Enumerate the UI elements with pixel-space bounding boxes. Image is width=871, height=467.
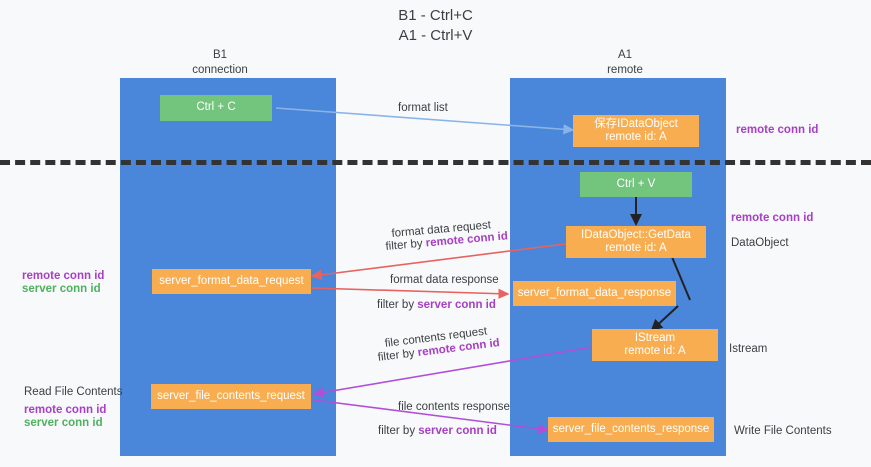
filter-prefix-4: filter by bbox=[378, 425, 419, 437]
filter-prefix-1: filter by bbox=[385, 237, 427, 253]
node-server-format-data-request[interactable]: server_format_data_request bbox=[152, 269, 311, 294]
node-ctrl-c-label: Ctrl + C bbox=[196, 101, 236, 114]
edge-label-file-contents-response-filter: filter by server conn id bbox=[378, 424, 497, 438]
annotation-left-remote-conn-id-bottom: remote conn id bbox=[24, 404, 107, 416]
node-ctrl-c[interactable]: Ctrl + C bbox=[160, 95, 272, 121]
page-title-line-1: B1 - Ctrl+C bbox=[398, 7, 473, 24]
lane-caption-a1-title: A1 bbox=[617, 49, 633, 61]
lane-caption-a1: A1 remote bbox=[515, 48, 735, 78]
node-server-file-contents-request[interactable]: server_file_contents_request bbox=[151, 384, 311, 409]
node-server-format-data-request-label: server_format_data_request bbox=[159, 274, 304, 287]
node-server-file-contents-response[interactable]: server_file_contents_response bbox=[548, 417, 714, 442]
node-istream-subtitle: remote id: A bbox=[624, 345, 686, 357]
edge-label-file-contents-response: file contents response bbox=[398, 401, 510, 413]
node-server-file-contents-response-label: server_file_contents_response bbox=[552, 422, 710, 435]
annotation-right-write-file-contents: Write File Contents bbox=[734, 425, 832, 437]
node-idataobject[interactable]: 保存IDataObject remote id: A bbox=[573, 115, 699, 147]
node-idataobject-subtitle: remote id: A bbox=[605, 131, 667, 143]
annotation-left-read-file-contents: Read File Contents bbox=[24, 386, 123, 398]
node-istream[interactable]: IStream remote id: A bbox=[592, 329, 718, 361]
edge-label-format-data-response: format data response bbox=[390, 274, 499, 286]
node-ctrl-v[interactable]: Ctrl + V bbox=[580, 172, 692, 197]
annotation-right-remote-conn-id-mid: remote conn id bbox=[731, 212, 814, 224]
annotation-left-server-conn-id-mid: server conn id bbox=[22, 283, 101, 295]
section-divider bbox=[0, 160, 871, 165]
node-istream-title: IStream bbox=[634, 331, 676, 344]
lane-caption-b1-subtitle: connection bbox=[192, 63, 248, 76]
edge-label-format-list: format list bbox=[398, 102, 448, 114]
filter-key-server-conn-id-2: server conn id bbox=[418, 425, 497, 437]
filter-prefix-3: filter by bbox=[377, 347, 419, 364]
lane-caption-b1: B1 connection bbox=[110, 48, 330, 78]
annotation-left-server-conn-id-bottom: server conn id bbox=[24, 417, 103, 429]
node-ctrl-v-label: Ctrl + V bbox=[616, 177, 656, 190]
node-getdata-title: IDataObject::GetData bbox=[581, 228, 691, 241]
page-title: B1 - Ctrl+C A1 - Ctrl+V bbox=[0, 6, 871, 47]
edge-label-format-data-response-filter: filter by server conn id bbox=[377, 298, 496, 312]
arrow-format-data-response bbox=[311, 287, 510, 299]
annotation-right-remote-conn-id-top: remote conn id bbox=[736, 124, 819, 136]
node-server-format-data-response-label: server_format_data_response bbox=[517, 286, 672, 299]
lane-caption-b1-title: B1 bbox=[212, 49, 228, 61]
page-title-line-2: A1 - Ctrl+V bbox=[398, 27, 473, 45]
node-getdata-subtitle: remote id: A bbox=[605, 242, 667, 254]
node-server-file-contents-request-label: server_file_contents_request bbox=[157, 389, 305, 402]
annotation-right-dataobject: DataObject bbox=[731, 237, 789, 249]
lane-caption-a1-subtitle: remote bbox=[607, 63, 643, 76]
node-server-format-data-response[interactable]: server_format_data_response bbox=[513, 281, 676, 306]
filter-prefix-2: filter by bbox=[377, 299, 418, 311]
annotation-left-remote-conn-id-mid: remote conn id bbox=[22, 270, 105, 282]
annotation-right-istream: Istream bbox=[729, 343, 768, 355]
filter-key-server-conn-id-1: server conn id bbox=[417, 299, 496, 311]
node-idataobject-getdata[interactable]: IDataObject::GetData remote id: A bbox=[566, 226, 706, 258]
node-idataobject-title: 保存IDataObject bbox=[594, 117, 678, 130]
